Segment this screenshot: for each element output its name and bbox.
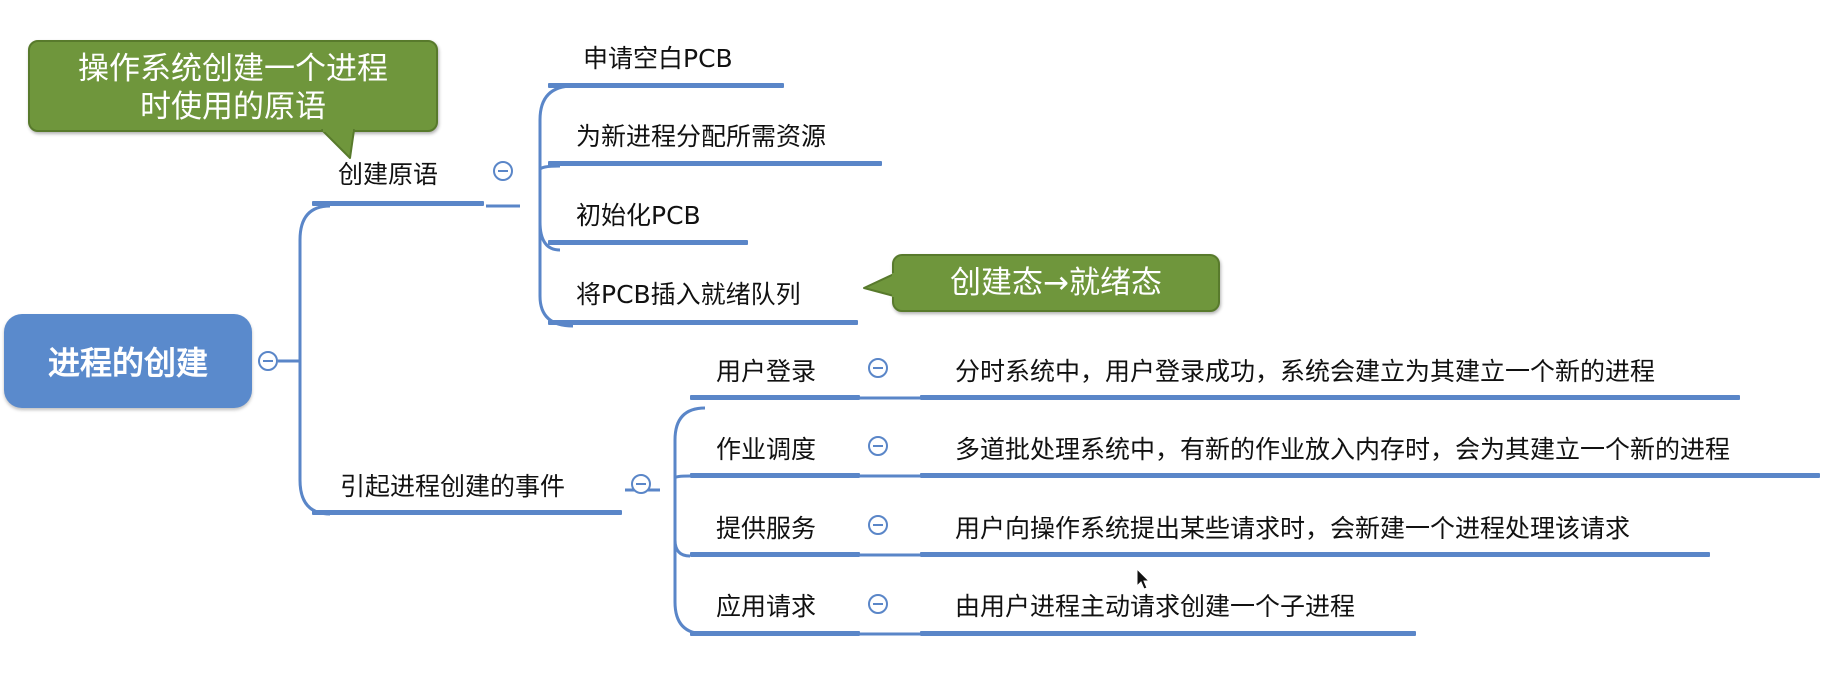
event-collapse-icon[interactable] xyxy=(868,594,888,614)
branch-create-primitive-label[interactable]: 创建原语 xyxy=(338,160,439,189)
branch-events-label[interactable]: 引起进程创建的事件 xyxy=(340,472,566,501)
event-collapse-icon[interactable] xyxy=(868,358,888,378)
event-detail[interactable]: 分时系统中，用户登录成功，系统会建立为其建立一个新的进程 xyxy=(955,357,1656,386)
event-underline xyxy=(690,473,860,478)
event-detail-underline xyxy=(920,395,1740,400)
event-underline xyxy=(690,631,860,636)
primitive-child-underline xyxy=(548,240,748,245)
primitive-callout-tail xyxy=(321,128,355,159)
event-label[interactable]: 作业调度 xyxy=(716,435,817,464)
primitive-child-underline xyxy=(548,320,858,325)
root-collapse-icon[interactable] xyxy=(258,351,278,371)
event-detail-underline xyxy=(920,631,1416,636)
state-callout: 创建态→就绪态 xyxy=(892,254,1220,312)
primitive-child-underline xyxy=(548,161,882,166)
branch-create-primitive-underline xyxy=(312,201,484,206)
state-callout-tail xyxy=(863,273,896,297)
primitive-child-label[interactable]: 初始化PCB xyxy=(576,201,701,230)
primitive-child-underline xyxy=(548,83,784,88)
primitive-child-label[interactable]: 申请空白PCB xyxy=(583,44,733,73)
primitive-child-label[interactable]: 将PCB插入就绪队列 xyxy=(576,280,801,309)
primitive-callout-line1: 操作系统创建一个进程 xyxy=(78,51,388,87)
event-underline xyxy=(690,395,860,400)
event-underline xyxy=(690,552,860,557)
event-label[interactable]: 提供服务 xyxy=(716,514,817,543)
event-detail-underline xyxy=(920,552,1710,557)
event-label[interactable]: 应用请求 xyxy=(716,592,817,621)
root-node[interactable]: 进程的创建 xyxy=(4,314,252,408)
root-label: 进程的创建 xyxy=(47,344,208,382)
event-detail[interactable]: 用户向操作系统提出某些请求时，会新建一个进程处理该请求 xyxy=(955,514,1631,543)
branch-events-underline xyxy=(312,510,622,515)
event-collapse-icon[interactable] xyxy=(868,515,888,535)
primitive-callout-line2: 时使用的原语 xyxy=(140,89,326,125)
primitive-callout: 操作系统创建一个进程 时使用的原语 xyxy=(28,40,438,132)
event-detail-underline xyxy=(920,473,1820,478)
event-collapse-icon[interactable] xyxy=(868,436,888,456)
event-label[interactable]: 用户登录 xyxy=(716,357,817,386)
mouse-cursor-icon xyxy=(1136,568,1151,590)
events-collapse-icon[interactable] xyxy=(631,474,651,494)
primitive-child-label[interactable]: 为新进程分配所需资源 xyxy=(576,122,827,151)
create-primitive-collapse-icon[interactable] xyxy=(493,161,513,181)
event-detail[interactable]: 多道批处理系统中，有新的作业放入内存时，会为其建立一个新的进程 xyxy=(955,435,1731,464)
event-detail[interactable]: 由用户进程主动请求创建一个子进程 xyxy=(955,592,1356,621)
